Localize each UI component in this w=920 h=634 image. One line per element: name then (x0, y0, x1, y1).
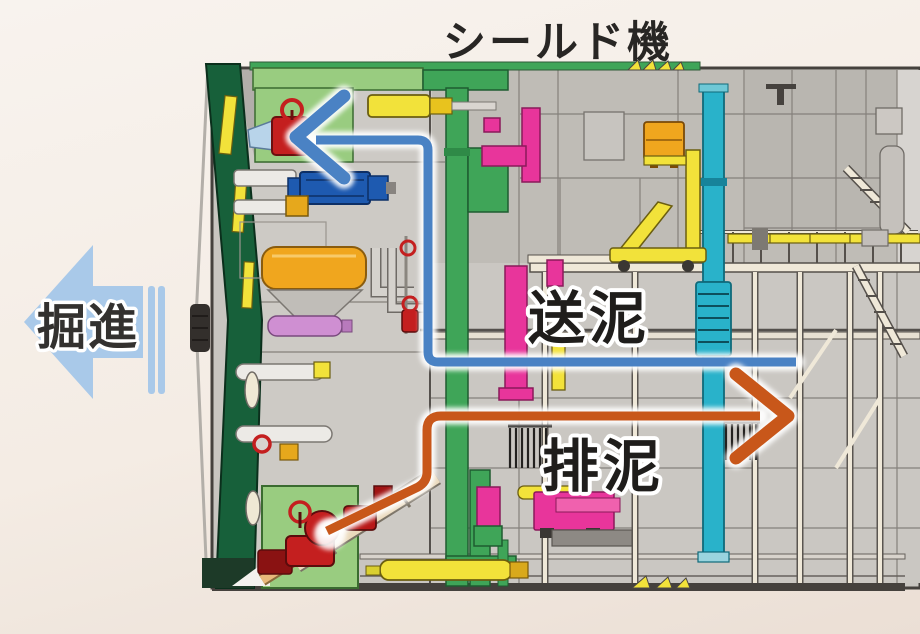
cyan-pipe (695, 83, 732, 563)
feed-arrowhead (289, 89, 351, 185)
hydraulic-tank (261, 246, 367, 319)
pink-pump-small (473, 486, 503, 547)
feed-label: 送泥 (528, 287, 650, 351)
advance-arrow: 掘進 (24, 245, 165, 399)
discharge-arrowhead (729, 367, 795, 465)
cutterhead (190, 63, 270, 589)
stairs-lower (852, 263, 908, 359)
purple-cylinder (267, 315, 353, 337)
small-red-valves (399, 236, 419, 334)
yellow-feed-rod (727, 228, 920, 250)
yellow-thrust-cylinder (367, 94, 497, 118)
advance-arrow-bar (158, 286, 165, 394)
advance-arrow-shape (24, 245, 143, 399)
advance-label: 掘進 (37, 301, 139, 355)
cutter-bits (218, 94, 255, 309)
pink-equipment-upper (481, 107, 541, 183)
discharge-label: 排泥 (542, 435, 664, 499)
bottom-teeth (630, 575, 691, 589)
yellow-bottom-pipe (365, 559, 529, 581)
advance-arrow-bar (148, 286, 155, 394)
machine-title: シールド機 (443, 19, 673, 67)
discharge-line (314, 363, 799, 550)
feed-line (285, 85, 805, 371)
segment-erector (609, 149, 707, 272)
fin-comb-left (508, 424, 552, 468)
segment-feeder (517, 485, 633, 547)
gray-pipes (370, 248, 424, 313)
machine-body (210, 66, 920, 591)
gold-gearbox (285, 195, 309, 217)
